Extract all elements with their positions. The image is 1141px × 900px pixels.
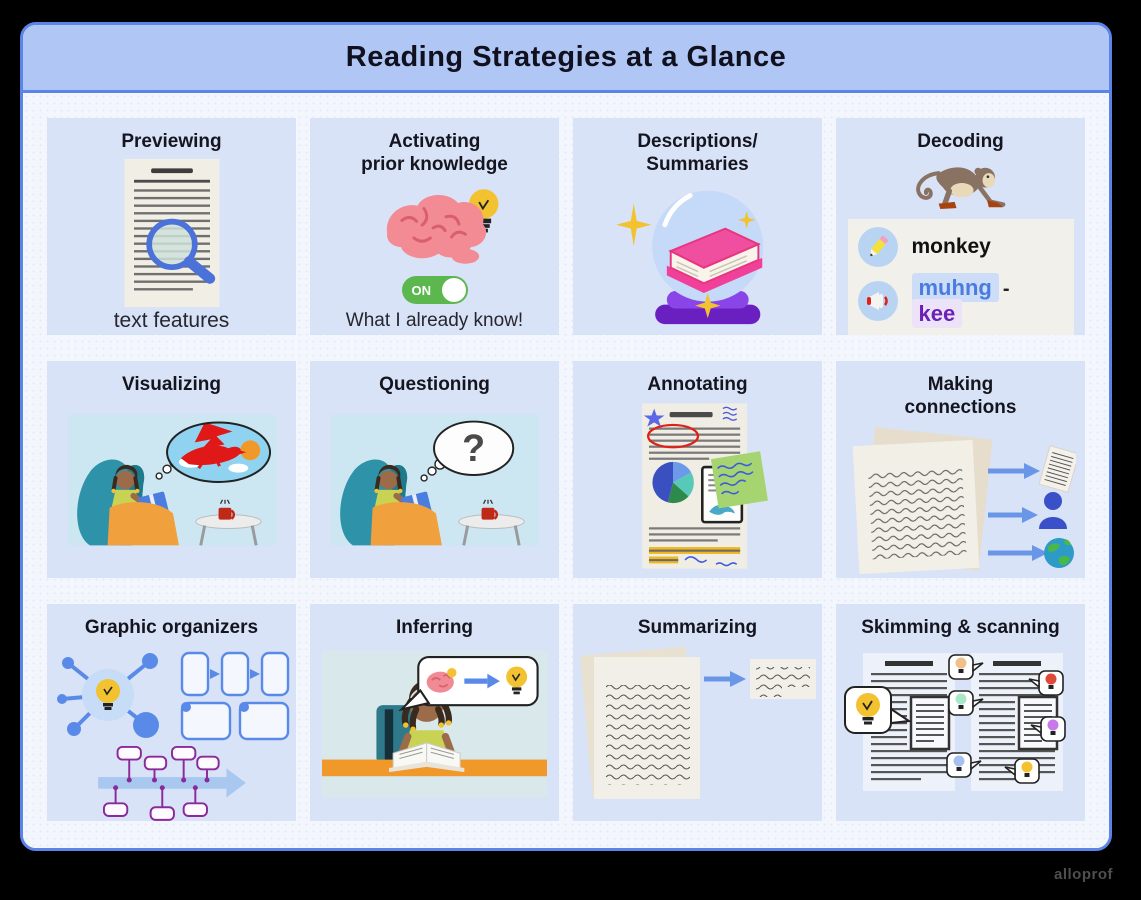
on-toggle: ON [401,276,468,305]
document-magnifier-illustration [124,159,219,308]
brain-icon [426,668,457,693]
card-title: Annotating [647,374,748,395]
card-title: Previewing [121,131,222,152]
poster-header: Reading Strategies at a Glance [23,25,1109,93]
pencil-icon [857,227,898,267]
sticky-note [710,451,768,509]
card-graphic-organizers: Graphic organizers [47,604,296,821]
card-visualizing: Visualizing [47,361,296,578]
card-caption: text features [113,309,230,333]
connection-arrows [987,463,1048,562]
pronunciation-panel: monkey muhng- kee [847,219,1074,335]
crystal-ball-book-illustration [615,191,763,325]
word-label: monkey [911,235,991,258]
megaphone-icon [857,281,898,321]
syllable-separator: - [1002,278,1010,300]
card-questioning: Questioning [310,361,559,578]
globe-icon [1043,538,1074,569]
poster-panel: Reading Strategies at a Glance Previewin… [20,22,1112,851]
star-icon [643,408,664,427]
book-icon [666,227,762,294]
pronunciation-text: muhng- kee [911,273,1064,328]
reading-daydream-illustration [67,414,276,546]
summarizing-illustration [579,646,816,800]
summary-strip [749,659,816,700]
card-title: Decoding [917,131,1004,152]
syllable-second: kee [911,299,963,328]
toggle-label: ON [411,282,432,298]
card-making-connections: Making connections [836,361,1085,578]
sun-icon [239,440,260,461]
spelling-row: monkey [857,227,1064,267]
timeline-icon [97,746,246,821]
sparkle-icon [737,211,755,230]
inference-speech-bubble [398,656,539,712]
sparkle-icon [615,203,651,247]
alloprof-watermark: alloprof [1054,866,1113,883]
strategy-grid: Previewing text fe [23,93,1109,848]
red-circle-annotation [646,423,699,449]
mug-icon [218,499,235,520]
inferring-illustration [322,650,547,798]
pie-chart-icon [651,462,694,504]
card-title: Questioning [379,374,490,395]
card-inferring: Inferring [310,604,559,821]
dragon-icon [180,422,246,470]
card-annotating: Annotating [573,361,822,578]
flowchart-icon [180,651,289,741]
card-activating-prior-knowledge: Activating prior knowledge [310,118,559,335]
card-title: Inferring [395,617,474,638]
sparkle-icon [694,293,720,319]
mind-map-icon [56,653,159,739]
monkey-illustration [915,167,1005,210]
brain-icon [386,195,486,265]
card-descriptions-summaries: Descriptions/ Summaries [573,118,822,335]
side-table [457,499,525,546]
annotated-document-illustration [641,403,768,569]
dragon-thought-bubble [165,421,271,484]
syllable-first: muhng [911,273,999,302]
page-title: Reading Strategies at a Glance [345,41,787,73]
card-title: Making connections [904,374,1017,419]
card-previewing: Previewing text fe [47,118,296,335]
person-icon [1038,492,1067,530]
magnifier-icon [145,218,215,284]
mini-document-icon [1037,445,1076,494]
reading-question-illustration: ? [330,414,539,546]
card-title: Graphic organizers [84,617,259,638]
toggle-knob [441,278,466,303]
lightbulb-icon [506,666,528,695]
card-summarizing: Summarizing [573,604,822,821]
skimming-illustration [844,653,1066,792]
idea-bubbles-small [946,654,1066,784]
pronunciation-row: muhng- kee [857,273,1064,328]
card-title: Skimming & scanning [861,617,1060,638]
card-title: Summarizing [637,617,758,638]
lightbulb-icon [95,679,120,711]
question-mark: ? [462,427,485,469]
card-skimming-scanning: Skimming & scanning [836,604,1085,821]
card-decoding: Decoding [836,118,1085,335]
side-table [194,499,262,546]
card-title: Descriptions/ Summaries [637,131,758,176]
card-title: Activating prior knowledge [361,131,508,176]
mug-icon [481,499,498,520]
brain-lightbulb-illustration [386,189,498,265]
organizer-top-row [52,649,292,741]
card-caption: What I already know! [345,310,524,332]
connections-illustration [852,427,1076,575]
idea-bubble-large [844,686,912,735]
question-thought-bubble: ? [432,420,514,477]
card-title: Visualizing [122,374,221,395]
